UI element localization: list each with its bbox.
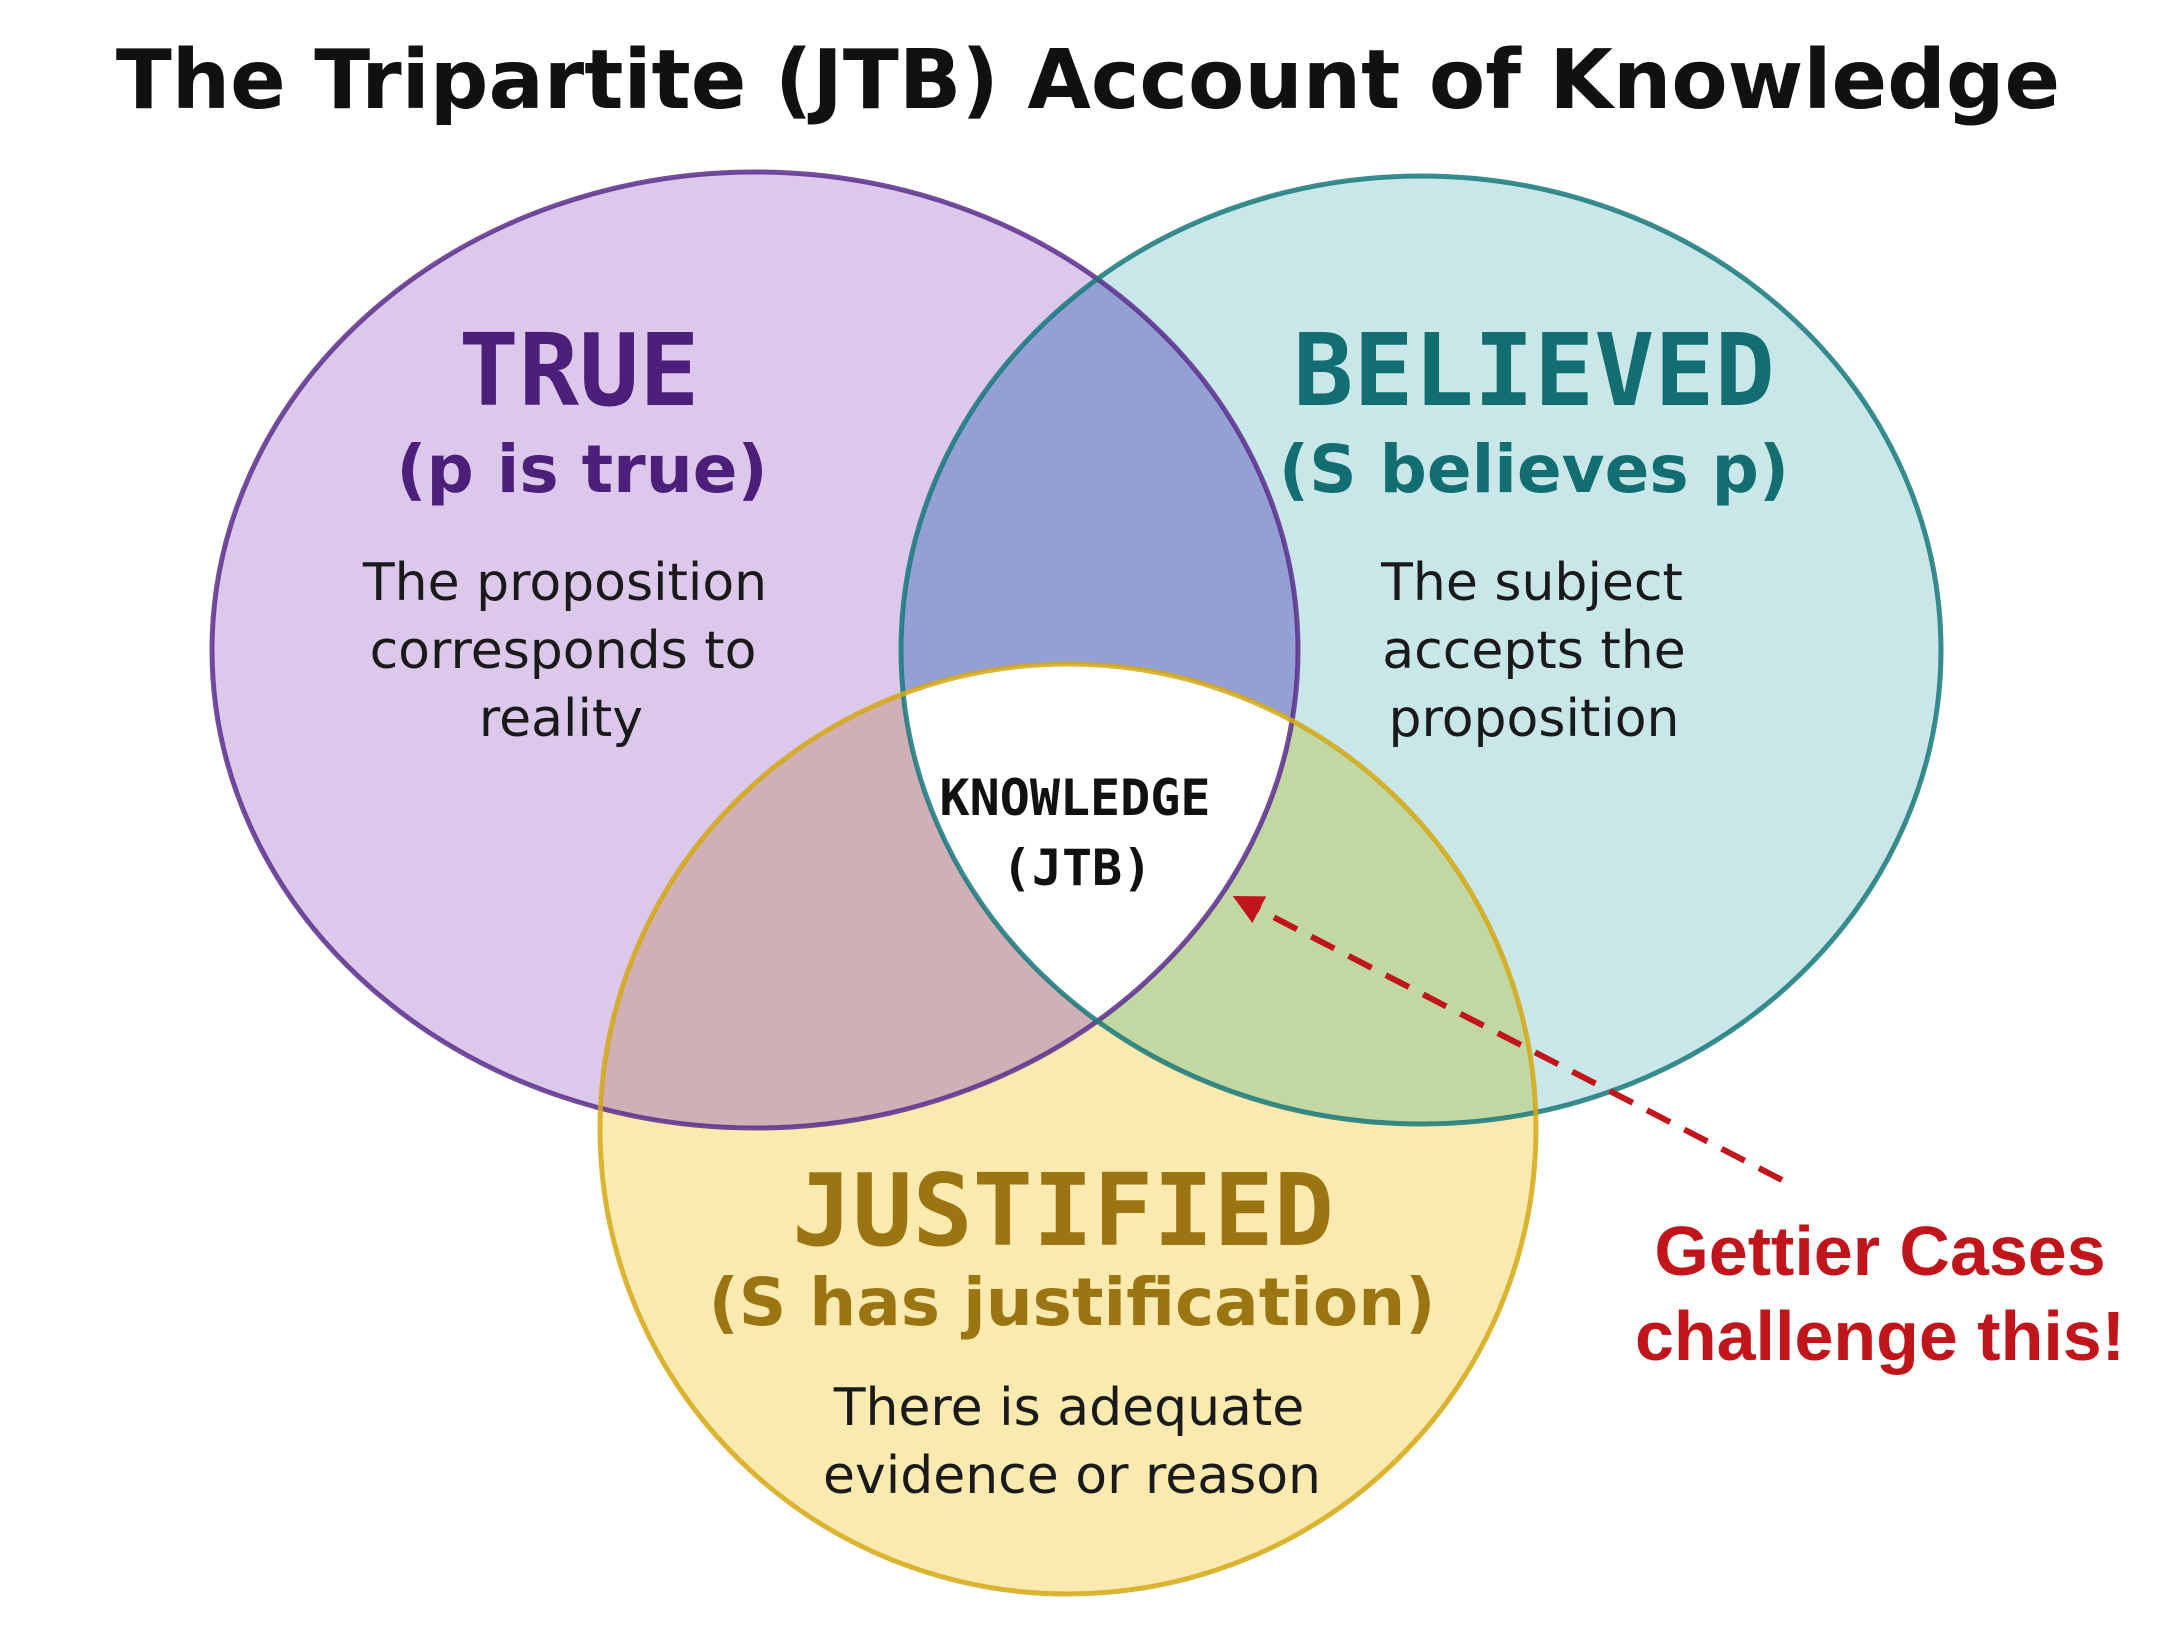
justified-subheading: (S has justification) xyxy=(709,1264,1436,1341)
true-subheading: (p is true) xyxy=(396,431,767,508)
true-heading: TRUE xyxy=(459,312,700,429)
believed-justified-overlap xyxy=(901,664,1536,1124)
gettier-callout-line: Gettier Cases xyxy=(1654,1212,2105,1290)
justified-heading: JUSTIFIED xyxy=(792,1152,1334,1269)
justified-description-line: evidence or reason xyxy=(823,1446,1321,1506)
justified-circle-outline xyxy=(597,661,1539,1597)
gettier-arrow xyxy=(1232,895,1784,1183)
believed-description-line: The subject xyxy=(1380,553,1683,613)
diagram-title: The Tripartite (JTB) Account of Knowledg… xyxy=(116,33,2060,128)
knowledge-label: KNOWLEDGE xyxy=(940,769,1211,827)
believed-description-line: accepts the xyxy=(1382,621,1685,681)
justified-description-line: There is adequate xyxy=(833,1378,1305,1438)
believed-heading: BELIEVED xyxy=(1293,312,1775,429)
true-description-line: corresponds to xyxy=(370,621,757,681)
knowledge-sublabel: (JTB) xyxy=(1002,839,1153,897)
believed-description-line: proposition xyxy=(1388,689,1679,749)
believed-circle-outline xyxy=(898,173,1944,1127)
true-justified-overlap xyxy=(600,664,1298,1128)
gettier-callout-line: challenge this! xyxy=(1635,1297,2125,1375)
true-circle-outline xyxy=(209,169,1301,1131)
believed-subheading: (S believes p) xyxy=(1279,431,1789,508)
true-description-line: reality xyxy=(479,689,643,749)
true-description-line: The proposition xyxy=(362,553,767,613)
